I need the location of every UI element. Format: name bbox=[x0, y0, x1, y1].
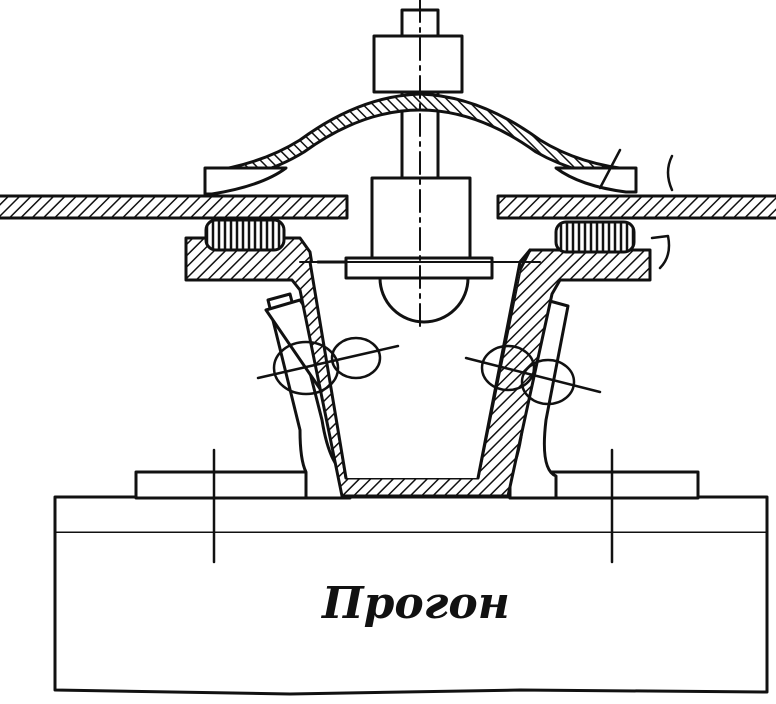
right-roof-sheet bbox=[496, 194, 776, 220]
purlin-beam bbox=[53, 470, 769, 696]
left-rivet-symbol bbox=[256, 336, 400, 396]
purlin-label: Прогон bbox=[320, 578, 510, 629]
leader-marks bbox=[598, 148, 674, 270]
top-nut bbox=[372, 34, 464, 94]
anchor-bolt-centerlines bbox=[212, 448, 614, 564]
right-cap-pad bbox=[554, 166, 638, 194]
right-spring-washer bbox=[554, 220, 636, 254]
left-roof-sheet bbox=[0, 194, 349, 220]
right-rivet-symbol bbox=[464, 344, 602, 406]
bolt-head bbox=[378, 276, 470, 324]
left-spring-washer bbox=[204, 218, 286, 252]
left-cap-pad bbox=[203, 166, 288, 196]
